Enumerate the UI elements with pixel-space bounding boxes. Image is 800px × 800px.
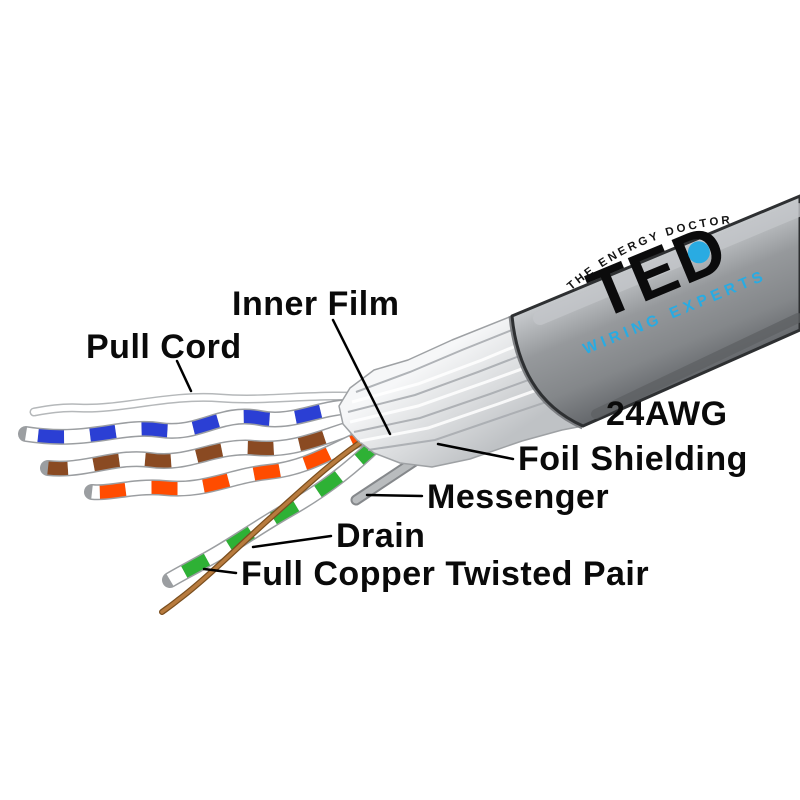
twisted-pair-blue [18, 398, 380, 445]
foil-texture-line [353, 369, 557, 433]
pair-orange-colored-strand [91, 425, 379, 499]
cable-jacket [510, 194, 800, 428]
foil-highlight-line [359, 379, 563, 443]
logo-blue-dot [687, 241, 710, 264]
twisted-pair-brown [40, 414, 382, 477]
label-24awg: 24AWG [606, 395, 728, 433]
label-inner-film: Inner Film [232, 285, 400, 323]
pair-green-colored-strand [166, 437, 383, 586]
twisted-pair-orange [84, 424, 384, 501]
jacket-highlight [533, 203, 800, 325]
label-foil-shielding: Foil Shielding [518, 440, 748, 478]
cable-jacket-body [510, 194, 800, 428]
messenger-pointer-line [365, 493, 424, 498]
foil-highlight-line [349, 356, 553, 424]
foil-texture-line [367, 393, 571, 451]
ted-logo: THE ENERGY DOCTOR TED WIRING EXPERTS [560, 201, 770, 358]
pair-blue-colored-strand [24, 400, 374, 444]
foil-texture-line [355, 329, 513, 393]
drain-wire [159, 433, 373, 615]
jacket-shadow [591, 313, 800, 419]
leader-lines [175, 318, 515, 575]
label-full-copper-twisted-pair: Full Copper Twisted Pair [241, 555, 650, 593]
label-pull-cord: Pull Cord [86, 328, 242, 366]
pull-cord-wire [29, 391, 385, 417]
foil-highlight-line [351, 336, 536, 404]
foil-texture-line [347, 347, 541, 413]
label-drain: Drain [336, 517, 426, 555]
foil-shielding-pointer-line [436, 442, 515, 461]
pair-orange-white-strand [91, 425, 379, 499]
pull-cord-core [31, 393, 383, 415]
pair-brown-colored-strand [47, 415, 376, 476]
full-copper-pointer-line [202, 567, 238, 575]
drain-wire-core [160, 434, 372, 614]
drain-pointer-line [251, 534, 333, 549]
inner-film-pointer-line [331, 318, 392, 436]
label-messenger: Messenger [427, 478, 610, 516]
pull-cord-pointer-line [175, 359, 193, 393]
